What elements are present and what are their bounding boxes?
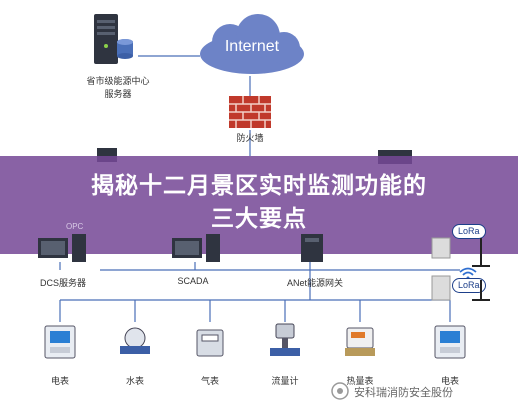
server-label-line2: 服务器 <box>104 90 132 100</box>
firewall-icon <box>229 96 271 128</box>
watermark: 安科瑞消防安全股份 <box>330 381 510 403</box>
lora-badge-2: LoRa <box>452 278 486 293</box>
scada-label: SCADA <box>177 276 209 286</box>
device-label-4: 流量计 <box>271 377 299 387</box>
server-label-line1: 省市级能源中心 <box>86 77 150 87</box>
firewall-label: 防火墙 <box>236 134 264 144</box>
server-icon <box>94 14 133 64</box>
watermark-text: 安科瑞消防安全股份 <box>354 386 453 399</box>
device-label-1: 电表 <box>50 377 69 387</box>
device-label-5: 热量表 <box>346 377 374 387</box>
banner-title-line2: 三大要点 <box>211 206 307 232</box>
server-label: 省市级能源中心 服务器 <box>78 74 158 100</box>
water-meter-icon <box>120 327 150 354</box>
dcs-server-icon <box>38 234 86 262</box>
gas-meter-icon <box>196 329 224 357</box>
device-label-2: 水表 <box>125 377 144 387</box>
banner-title-line1: 揭秘十二月景区实时监测功能的 <box>91 173 427 199</box>
opc-label: OPC <box>66 222 84 231</box>
flow-meter-icon <box>270 323 300 356</box>
cloud-label: Internet <box>224 38 280 55</box>
device-label-6: 电表 <box>440 377 459 387</box>
antenna-icon <box>472 238 490 267</box>
scada-icon <box>172 234 220 262</box>
lora-module-icon <box>431 237 451 259</box>
watermark-logo-icon <box>331 382 349 400</box>
dcs-label: DCS服务器 <box>39 278 86 288</box>
internet-cloud-icon <box>200 14 304 74</box>
anet-label: ANet能源网关 <box>286 278 343 288</box>
lora-module-icon-2 <box>431 275 451 301</box>
electric-meter-icon <box>44 325 76 359</box>
heat-meter-icon <box>345 327 375 356</box>
banner-title: 揭秘十二月景区实时监测功能的 三大要点 <box>0 170 518 236</box>
electric-meter-icon-2 <box>434 325 466 359</box>
device-label-3: 气表 <box>200 377 219 387</box>
lora-badge-1: LoRa <box>452 224 486 239</box>
antenna-icon-2 <box>472 280 490 301</box>
anet-gateway-icon <box>301 234 323 262</box>
